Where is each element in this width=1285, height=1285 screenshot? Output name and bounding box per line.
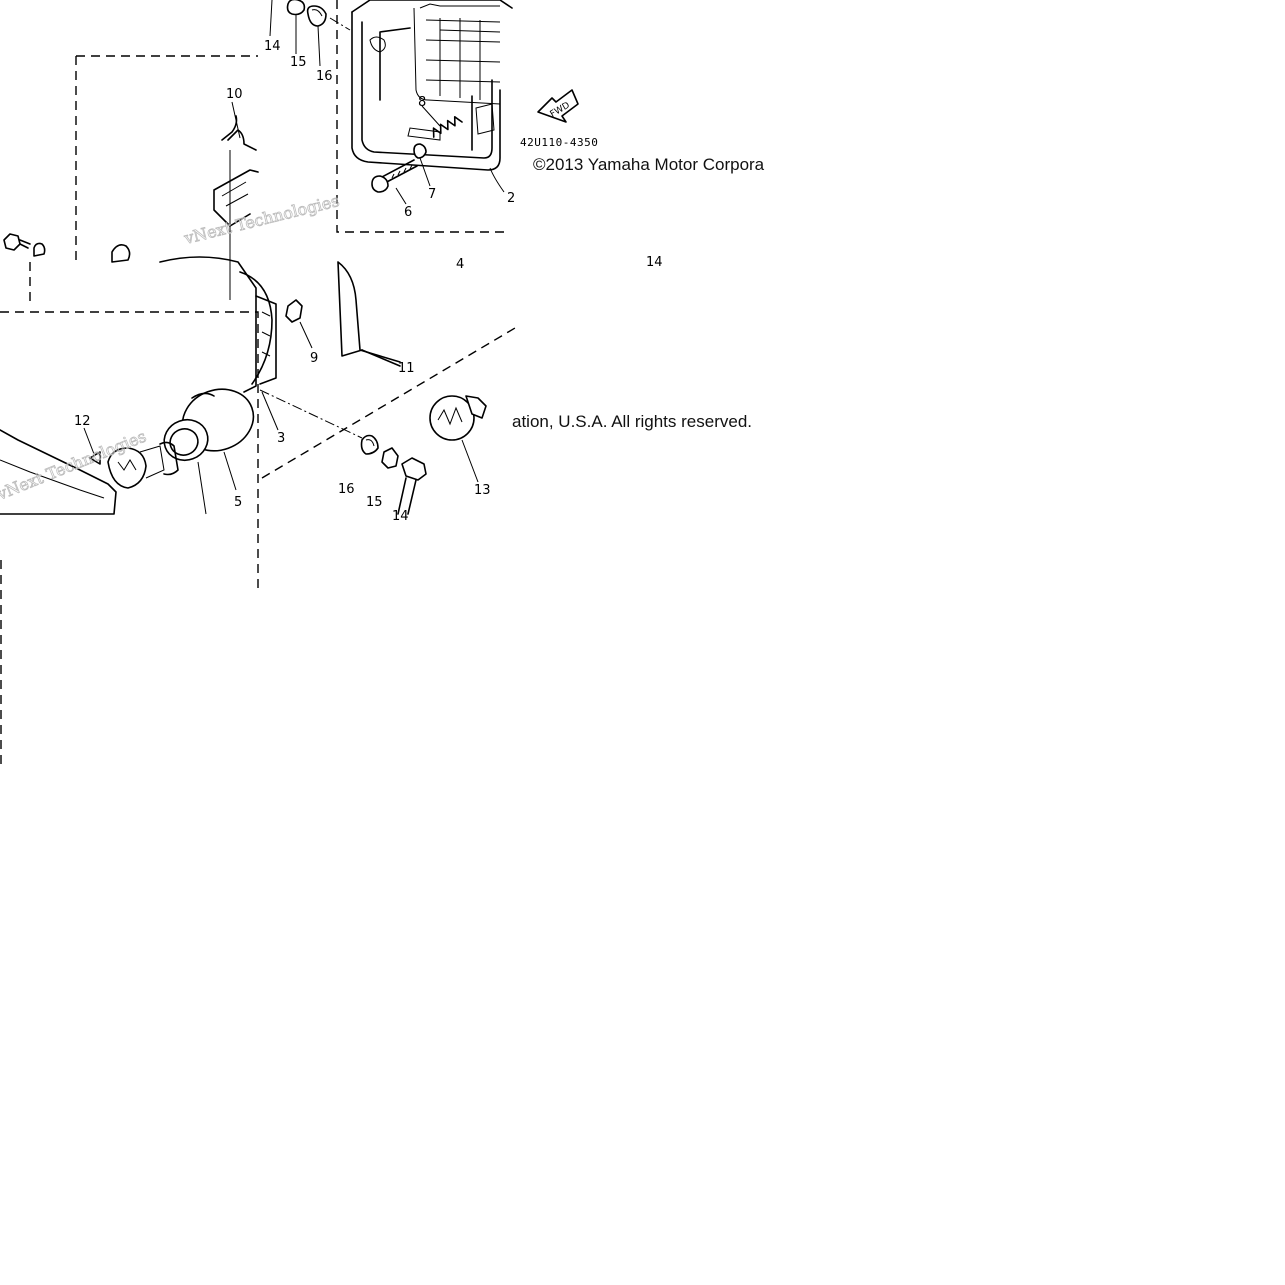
- retaining-clip: [221, 115, 257, 300]
- callout-4: 4: [456, 257, 464, 272]
- headlight-rim: [351, 0, 513, 171]
- fwd-arrow: FWD: [537, 89, 579, 123]
- assembly-boundary-diagonal: [261, 327, 516, 479]
- callout-14-top: 14: [264, 39, 281, 54]
- callout-10: 10: [226, 87, 243, 102]
- callout-15-bottom: 15: [366, 495, 383, 510]
- headlight-bulb: [107, 441, 179, 489]
- callout-8: 8: [418, 95, 426, 110]
- copyright-line-1: ©2013 Yamaha Motor Corpora: [533, 155, 765, 174]
- adjusting-spring: [432, 116, 463, 138]
- bolt-collar-grommet-top: [286, 0, 351, 31]
- assembly-boundary-rim: [336, 0, 510, 233]
- callout-6: 6: [404, 205, 412, 220]
- assembly-boundary-left: [0, 55, 259, 590]
- position-lamp-bulb: [429, 395, 487, 483]
- headlight-housing: [0, 169, 277, 515]
- callout-9: 9: [310, 351, 318, 366]
- assembly-centerline: [259, 389, 363, 439]
- callout-leaders: [231, 0, 505, 431]
- screw-nut: [413, 143, 427, 159]
- callout-numbers: 2 3 4 5 6 7 8 9 10 11 12 13 14 14 14 15 …: [74, 39, 663, 524]
- callout-14-bottom: 14: [392, 509, 409, 524]
- watermark-text: vNext Technologies: [181, 191, 341, 248]
- pilot-bulb: [83, 427, 101, 465]
- callout-3: 3: [277, 431, 285, 446]
- callout-11: 11: [398, 361, 415, 376]
- bolt-collar-grommet-bottom: [360, 434, 427, 515]
- callout-13: 13: [474, 483, 491, 498]
- adjusting-screw: [371, 159, 418, 193]
- callout-16-bottom: 16: [338, 482, 355, 497]
- copyright-line-2: ation, U.S.A. All rights reserved.: [512, 412, 752, 431]
- part-code: 42U110-4350: [520, 136, 598, 149]
- headlight-bracket: [337, 261, 401, 367]
- callout-16-top: 16: [316, 69, 333, 84]
- watermarks: vNext Technologies vNext Technologies: [0, 191, 342, 505]
- headlight-lens: [413, 7, 501, 105]
- callout-7: 7: [428, 187, 436, 202]
- callout-5: 5: [234, 495, 242, 510]
- mounting-bolt-left: [3, 233, 131, 263]
- rubber-grommet: [285, 299, 313, 349]
- callout-12: 12: [74, 414, 91, 429]
- callout-15-top: 15: [290, 55, 307, 70]
- callout-2: 2: [507, 191, 515, 206]
- callout-14-mid: 14: [646, 255, 663, 270]
